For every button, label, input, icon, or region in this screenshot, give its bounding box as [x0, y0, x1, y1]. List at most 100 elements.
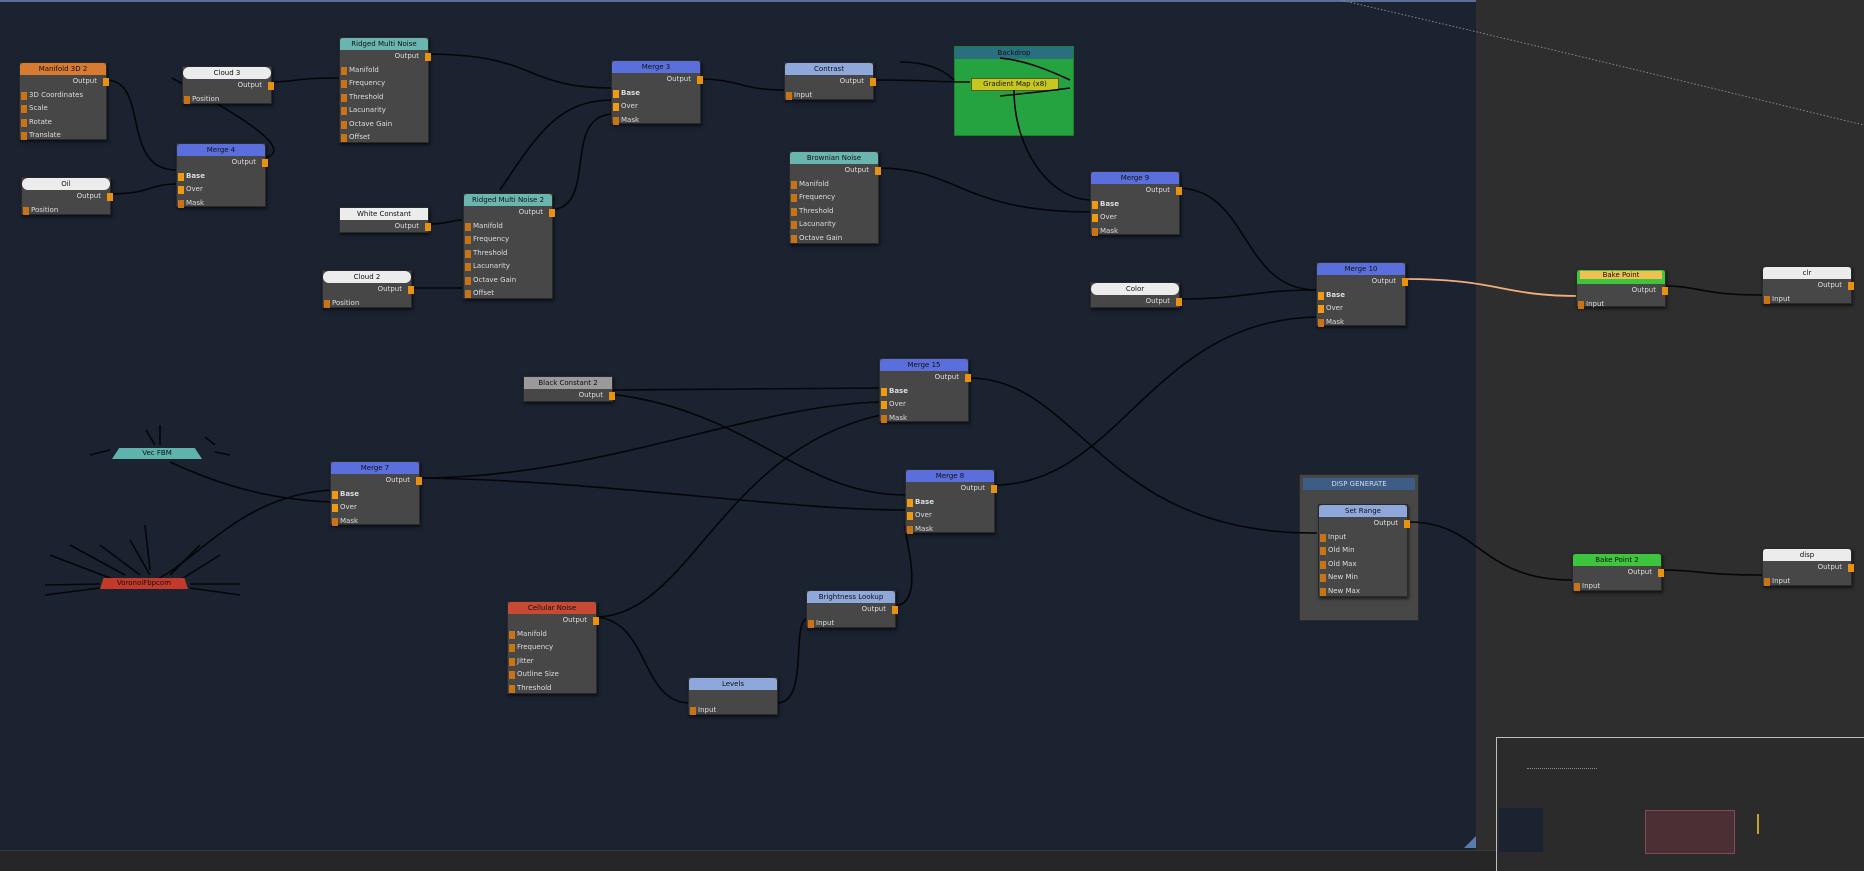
input-row[interactable]: Frequency: [790, 191, 878, 205]
input-row[interactable]: Input: [1577, 298, 1665, 312]
black-constant-2-node[interactable]: Black Constant 2 Output: [523, 376, 615, 402]
input-row[interactable]: Old Min: [1319, 544, 1407, 558]
set-range-node[interactable]: Set Range Output Input Old Min Old Max N…: [1318, 504, 1410, 599]
input-row[interactable]: Input: [1763, 575, 1851, 589]
output-port-row[interactable]: Output: [1763, 279, 1854, 293]
merge-10-node[interactable]: Merge 10 Output Base Over Mask: [1316, 262, 1408, 327]
input-row[interactable]: Input: [807, 617, 895, 631]
input-row[interactable]: Base: [612, 87, 700, 101]
input-row[interactable]: Mask: [612, 114, 700, 128]
input-row[interactable]: Position: [22, 204, 110, 218]
input-row[interactable]: Over: [612, 100, 700, 114]
oil-node[interactable]: Oil Output Position: [21, 177, 113, 218]
input-row[interactable]: Translate: [20, 129, 106, 143]
input-row[interactable]: Over: [1091, 211, 1179, 225]
input-row[interactable]: Over: [177, 183, 265, 197]
output-port-row[interactable]: Output: [790, 164, 881, 178]
input-row[interactable]: New Max: [1319, 585, 1407, 599]
input-row[interactable]: Mask: [1091, 225, 1179, 239]
input-row[interactable]: Over: [331, 501, 419, 515]
output-port-row[interactable]: Output: [1319, 517, 1410, 531]
merge-15-node[interactable]: Merge 15 Output Base Over Mask: [879, 358, 971, 423]
input-row[interactable]: Base: [880, 385, 968, 399]
merge-8-node[interactable]: Merge 8 Output Base Over Mask: [905, 469, 997, 534]
input-row[interactable]: Lacunarity: [464, 260, 552, 274]
input-row[interactable]: Frequency: [340, 77, 428, 91]
input-row[interactable]: Base: [177, 170, 265, 184]
output-port-row[interactable]: Output: [906, 482, 997, 496]
input-row[interactable]: Threshold: [508, 682, 596, 696]
input-row[interactable]: Base: [906, 496, 994, 510]
input-row[interactable]: Frequency: [464, 233, 552, 247]
input-row[interactable]: Manifold: [790, 178, 878, 192]
input-row[interactable]: Rotate: [20, 116, 106, 130]
input-row[interactable]: Input: [785, 89, 873, 103]
output-port-row[interactable]: Output: [177, 156, 268, 170]
output-port-row[interactable]: Output: [524, 389, 615, 401]
levels-node[interactable]: Levels Input: [688, 677, 778, 715]
merge-4-node[interactable]: Merge 4 Output Base Over Mask: [176, 143, 268, 208]
output-port-row[interactable]: Output: [183, 79, 274, 93]
input-row[interactable]: Input: [689, 704, 777, 718]
input-row[interactable]: Octave Gain: [464, 274, 552, 288]
output-port-row[interactable]: Output: [1091, 295, 1182, 307]
input-row[interactable]: Scale: [20, 102, 106, 116]
cloud-3-node[interactable]: Cloud 3 Output Position: [182, 66, 274, 104]
output-port-row[interactable]: Output: [1317, 275, 1408, 289]
input-row[interactable]: Mask: [880, 412, 968, 426]
input-row[interactable]: Offset: [464, 287, 552, 301]
merge-7-node[interactable]: Merge 7 Output Base Over Mask: [330, 461, 422, 526]
output-port-row[interactable]: Output: [1763, 561, 1854, 575]
input-row[interactable]: Over: [1317, 302, 1405, 316]
output-port-row[interactable]: Output: [785, 75, 876, 89]
color-node[interactable]: Color Output: [1090, 282, 1182, 308]
bake-point-node[interactable]: Bake Point Output Input: [1576, 269, 1668, 309]
output-port-row[interactable]: Output: [340, 220, 431, 232]
ridged-multi-noise-2-node[interactable]: Ridged Multi Noise 2 Output Manifold Fre…: [463, 193, 555, 301]
output-port-row[interactable]: Output: [1577, 284, 1668, 298]
disp-node[interactable]: disp Output Input: [1762, 548, 1854, 589]
input-row[interactable]: Threshold: [464, 247, 552, 261]
input-row[interactable]: Jitter: [508, 655, 596, 669]
vec-fbm-node[interactable]: Vec FBM: [112, 448, 202, 459]
input-row[interactable]: Frequency: [508, 641, 596, 655]
output-port-row[interactable]: Output: [508, 614, 599, 628]
merge-9-node[interactable]: Merge 9 Output Base Over Mask: [1090, 171, 1182, 236]
white-constant-node[interactable]: White Constant Output: [339, 207, 431, 233]
input-row[interactable]: Over: [906, 509, 994, 523]
input-row[interactable]: Threshold: [340, 91, 428, 105]
input-row[interactable]: Mask: [331, 515, 419, 529]
ridged-multi-noise-node[interactable]: Ridged Multi Noise Output Manifold Frequ…: [339, 37, 431, 143]
input-row[interactable]: Octave Gain: [790, 232, 878, 246]
manifold-3d-2-node[interactable]: Manifold 3D 2 Output 3D Coordinates Scal…: [19, 62, 109, 143]
input-row[interactable]: Base: [331, 488, 419, 502]
input-row[interactable]: Input: [1573, 580, 1661, 594]
contrast-node[interactable]: Contrast Output Input: [784, 62, 876, 103]
gradient-map-node[interactable]: Gradient Map (x8): [971, 78, 1059, 91]
input-row[interactable]: Octave Gain: [340, 118, 428, 132]
output-port-row[interactable]: Output: [1091, 184, 1182, 198]
input-row[interactable]: Lacunarity: [340, 104, 428, 118]
input-row[interactable]: Outline Size: [508, 668, 596, 682]
input-row[interactable]: Threshold: [790, 205, 878, 219]
cloud-2-node[interactable]: Cloud 2 Output Position: [322, 270, 414, 311]
cellular-noise-node[interactable]: Cellular Noise Output Manifold Frequency…: [507, 601, 599, 696]
input-row[interactable]: Base: [1317, 289, 1405, 303]
brownian-noise-node[interactable]: Brownian Noise Output Manifold Frequency…: [789, 151, 881, 246]
output-port-row[interactable]: Output: [880, 371, 971, 385]
input-row[interactable]: Position: [323, 297, 411, 311]
output-port-row[interactable]: [689, 690, 777, 704]
brightness-lookup-node[interactable]: Brightness Lookup Output Input: [806, 590, 898, 631]
input-row[interactable]: Manifold: [464, 220, 552, 234]
output-port-row[interactable]: Output: [1573, 566, 1664, 580]
graph-overflow-area[interactable]: [1476, 0, 1864, 850]
output-port-row[interactable]: Output: [20, 75, 109, 89]
clr-node[interactable]: clr Output Input: [1762, 266, 1854, 304]
input-row[interactable]: Lacunarity: [790, 218, 878, 232]
output-port-row[interactable]: Output: [340, 50, 431, 64]
input-row[interactable]: Manifold: [508, 628, 596, 642]
output-port-row[interactable]: Output: [612, 73, 703, 87]
input-row[interactable]: Mask: [906, 523, 994, 537]
output-port-row[interactable]: Output: [464, 206, 555, 220]
output-port-row[interactable]: Output: [22, 190, 113, 204]
